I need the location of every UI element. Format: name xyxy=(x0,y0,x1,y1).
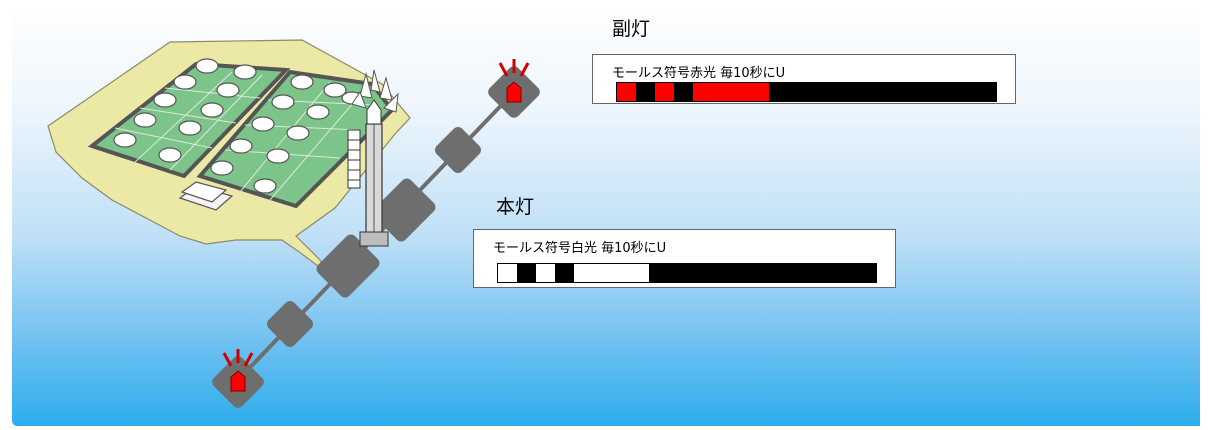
flash-off-segment xyxy=(649,264,876,282)
flash-on-segment xyxy=(573,264,650,282)
sub-light-pattern-box: モールス符号赤光 毎10秒にU xyxy=(592,54,1016,104)
main-light-pattern-label: モールス符号白光 毎10秒にU xyxy=(493,241,667,256)
sub-light-pattern-label: モールス符号赤光 毎10秒にU xyxy=(612,66,786,81)
flash-on-segment xyxy=(535,264,555,282)
flash-on-segment xyxy=(617,83,636,101)
flash-off-segment xyxy=(516,264,536,282)
main-light-pattern-box: モールス符号白光 毎10秒にU xyxy=(473,229,896,288)
flash-on-segment xyxy=(654,83,674,101)
flash-on-segment xyxy=(498,264,517,282)
flash-off-segment xyxy=(673,83,693,101)
flash-off-segment xyxy=(768,83,996,101)
flash-on-segment xyxy=(692,83,769,101)
flash-off-segment xyxy=(554,264,574,282)
sub-light-flash-bar xyxy=(616,82,997,102)
sub-light-heading: 副灯 xyxy=(612,18,651,40)
flash-off-segment xyxy=(635,83,655,101)
main-light-heading: 本灯 xyxy=(496,196,535,218)
main-light-flash-bar xyxy=(497,263,877,283)
